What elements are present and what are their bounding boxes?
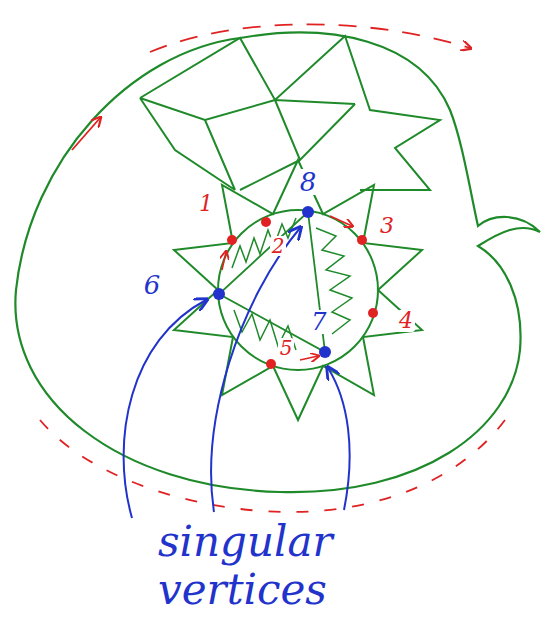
orientation-marks [300, 356, 318, 360]
vertex-number: 1 [197, 193, 215, 215]
vertex-number: 7 [309, 310, 328, 334]
vertex-number: 5 [278, 338, 295, 358]
orientation-marks [150, 24, 470, 52]
orientation-marks [40, 420, 505, 512]
inner-circle [218, 210, 378, 370]
pointer-arrow [328, 368, 350, 510]
pointer-arrow [211, 228, 300, 512]
pointer-arrow [124, 300, 206, 518]
vertex-number: 2 [270, 236, 287, 256]
annotation-text-holder: singular vertices [158, 518, 438, 615]
vertex-number-holder: 5 [278, 338, 295, 359]
annotation-text: singular vertices [158, 518, 438, 615]
vertex-number-holder: 1 [197, 193, 215, 215]
vertex-number: 4 [397, 310, 415, 332]
star-outline [174, 160, 422, 420]
vertex-number-holder: 7 [309, 310, 328, 334]
vertex-number-holder: 6 [142, 272, 163, 298]
zigzag-hatch [232, 218, 296, 268]
triangle-mesh [140, 36, 440, 190]
singular-vertex-dots [213, 206, 331, 358]
orientation-marks [222, 252, 226, 270]
vertex-number-holder: 3 [378, 215, 396, 237]
orientation-marks [330, 216, 352, 226]
vertex-number: 6 [142, 272, 163, 298]
orientation-marks [72, 118, 100, 150]
regular-vertices [227, 217, 378, 369]
vertex-number-holder: 2 [270, 236, 287, 257]
vertex-number: 3 [378, 215, 396, 237]
vertex-number-holder: 8 [298, 169, 319, 195]
outer-loop [15, 33, 540, 493]
vertex-number-holder: 4 [397, 310, 415, 332]
vertex-number: 8 [298, 169, 319, 195]
